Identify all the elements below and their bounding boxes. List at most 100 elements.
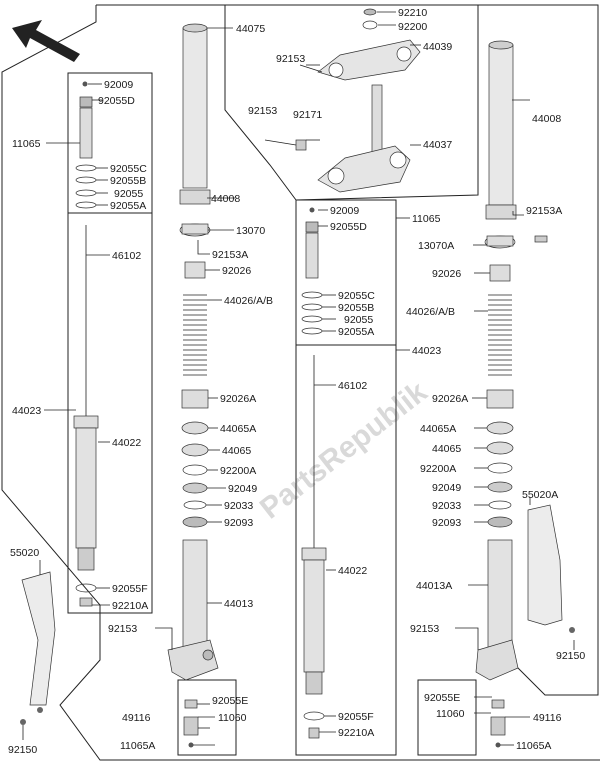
label-44023-left: 44023 <box>12 405 41 417</box>
left-spacer-a <box>181 389 209 409</box>
right-inner-tube-slider <box>475 539 519 681</box>
label-92033-left: 92033 <box>224 500 253 512</box>
right-bushing-a <box>486 421 514 435</box>
label-46102-left: 46102 <box>112 250 141 262</box>
label-92153A-left: 92153A <box>212 249 248 261</box>
label-44037: 44037 <box>423 139 452 151</box>
label-92055D-mid: 92055D <box>330 221 367 233</box>
label-92153-top: 92153 <box>276 53 305 65</box>
label-44013A: 44013A <box>416 580 452 592</box>
left-fork-guard <box>20 571 56 725</box>
label-44065-left: 44065 <box>222 445 251 457</box>
label-92210A-mid: 92210A <box>338 727 374 739</box>
left-bushing <box>181 443 209 457</box>
label-92153-bottom-left: 92153 <box>108 623 137 635</box>
label-44008-right: 44008 <box>532 113 561 125</box>
label-92200: 92200 <box>398 21 427 33</box>
label-92055F-mid: 92055F <box>338 711 374 723</box>
lower-triple-clamp <box>264 84 411 193</box>
right-fork-seal-clamp <box>484 235 548 249</box>
right-outer-tube <box>485 40 517 220</box>
part-labels: 44075 92210 92200 44039 92153 92153 9217… <box>8 7 585 756</box>
label-92150-right: 92150 <box>556 650 585 662</box>
label-49116-left: 49116 <box>122 712 151 724</box>
label-11065A-left: 11065A <box>120 740 155 752</box>
label-92150-left: 92150 <box>8 744 37 756</box>
label-46102-mid: 46102 <box>338 380 367 392</box>
label-92009-mid: 92009 <box>330 205 359 217</box>
label-92049-left: 92049 <box>228 483 257 495</box>
label-92055-left: 92055 <box>114 188 143 200</box>
label-44026AB-left: 44026/A/B <box>224 295 273 307</box>
label-44039: 44039 <box>423 41 452 53</box>
upper-triple-clamp <box>299 8 421 81</box>
label-92153-bottom-right: 92153 <box>410 623 439 635</box>
right-assembly-outline <box>478 4 599 696</box>
label-13070: 13070 <box>236 225 265 237</box>
right-washer <box>487 462 513 474</box>
mid-cartridge-parts <box>301 207 323 335</box>
label-92093-right: 92093 <box>432 517 461 529</box>
label-11060-left: 11060 <box>218 712 247 724</box>
label-44023-mid: 44023 <box>412 345 441 357</box>
left-washer <box>182 464 208 476</box>
inner-tube-box-mid <box>295 344 397 756</box>
left-fork-seal-clamp <box>179 223 211 237</box>
label-44008-left: 44008 <box>211 193 240 205</box>
left-inner-tube-slider <box>167 539 219 681</box>
label-92055C-mid: 92055C <box>338 290 375 302</box>
leader-lines <box>22 11 575 746</box>
right-spacer-a <box>486 389 514 409</box>
label-92093-left: 92093 <box>224 517 253 529</box>
label-92055B-left: 92055B <box>110 175 146 187</box>
label-92026-left: 92026 <box>222 265 251 277</box>
label-92200A-right: 92200A <box>420 463 456 475</box>
left-outer-tube <box>179 23 211 205</box>
label-44026AB-right: 44026/A/B <box>406 306 455 318</box>
watermark-text: PartsRepublik <box>254 375 434 525</box>
bottom-box-left <box>177 679 237 756</box>
front-direction-arrow-icon <box>12 20 80 62</box>
label-92055D-left: 92055D <box>98 95 135 107</box>
label-44022-left: 44022 <box>112 437 141 449</box>
label-44065-right: 44065 <box>432 443 461 455</box>
left-damper-rod <box>73 225 99 607</box>
label-92055F-left: 92055F <box>112 583 148 595</box>
label-92055C-left: 92055C <box>110 163 147 175</box>
inner-tube-box-left <box>67 212 153 614</box>
label-92055A-left: 92055A <box>110 200 146 212</box>
left-spring <box>183 294 207 376</box>
mid-damper-rod <box>301 355 327 739</box>
label-11060-right: 11060 <box>436 708 465 720</box>
label-92009-left: 92009 <box>104 79 133 91</box>
label-92055E-left: 92055E <box>212 695 248 707</box>
label-92026A-right: 92026A <box>432 393 468 405</box>
right-dust-seal <box>487 516 513 528</box>
label-11065A-right: 11065A <box>516 740 551 752</box>
label-44065A-left: 44065A <box>220 423 256 435</box>
label-92033-right: 92033 <box>432 500 461 512</box>
label-92026A-left: 92026A <box>220 393 256 405</box>
label-92026-right: 92026 <box>432 268 461 280</box>
label-92200A-left: 92200A <box>220 465 256 477</box>
label-44075: 44075 <box>236 23 265 35</box>
label-92049-right: 92049 <box>432 482 461 494</box>
label-92055-mid: 92055 <box>344 314 373 326</box>
left-bushing-a <box>181 421 209 435</box>
right-oil-seal <box>487 481 513 493</box>
left-stop-ring <box>183 500 207 510</box>
right-spacer <box>489 264 511 282</box>
right-stop-ring <box>488 500 512 510</box>
triple-clamp-outline <box>225 4 479 201</box>
right-fork-guard <box>527 504 575 633</box>
label-11065-left: 11065 <box>12 138 41 150</box>
label-92055E-right: 92055E <box>424 692 460 704</box>
left-bottom-bolt <box>183 699 199 748</box>
bottom-box-right <box>417 679 477 756</box>
label-49116-right: 49116 <box>533 712 562 724</box>
label-92171: 92171 <box>293 109 322 121</box>
label-11065-mid: 11065 <box>412 213 441 225</box>
label-44013: 44013 <box>224 598 253 610</box>
